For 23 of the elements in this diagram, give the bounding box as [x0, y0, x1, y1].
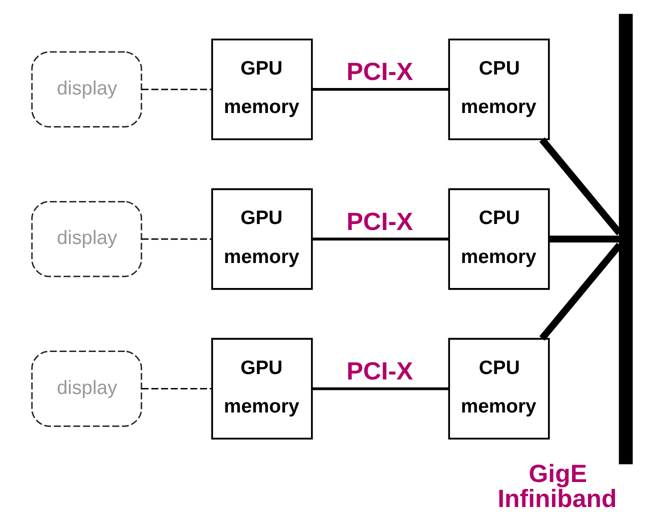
- node-box: display: [30, 200, 142, 277]
- node-label: GigE: [528, 460, 586, 488]
- connector: [141, 388, 212, 389]
- connector: [311, 88, 448, 90]
- connector: [311, 386, 448, 390]
- node-box: CPU memory: [448, 188, 550, 290]
- node-box: GPU memory: [210, 188, 312, 290]
- node-box: GPU memory: [210, 337, 312, 440]
- edge-label: PCI-X: [346, 207, 413, 236]
- connector: [141, 238, 212, 240]
- node-box: display: [30, 350, 142, 426]
- edge-label: PCI-X: [346, 58, 413, 86]
- connector: [548, 235, 619, 242]
- node-box: CPU memory: [448, 38, 550, 140]
- connector: [538, 136, 622, 235]
- node-bar: [618, 13, 632, 464]
- node-box: CPU memory: [448, 337, 550, 440]
- edge-label: PCI-X: [346, 357, 413, 386]
- connector: [141, 88, 212, 90]
- node-box: GPU memory: [210, 38, 312, 140]
- node-box: display: [30, 50, 142, 127]
- connector: [538, 242, 622, 340]
- connector: [311, 237, 448, 240]
